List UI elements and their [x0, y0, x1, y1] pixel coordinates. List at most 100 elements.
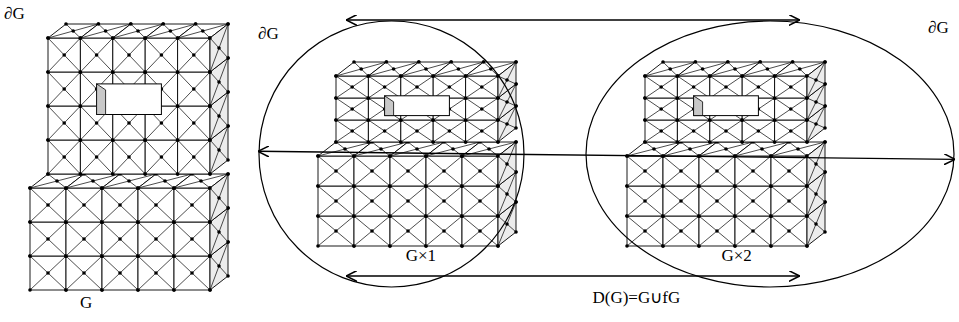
grid-vertex	[64, 254, 68, 258]
cell-diagonal	[48, 38, 80, 72]
grid-vertex	[169, 29, 173, 33]
grid-vertex	[505, 192, 509, 196]
grid-vertex	[316, 184, 320, 188]
grid-cell	[210, 24, 228, 72]
cell-diagonal	[138, 188, 174, 222]
grid-vertex	[143, 36, 147, 40]
grid-vertex	[28, 254, 32, 258]
grid-vertex	[208, 70, 212, 74]
grid-cell	[390, 216, 426, 246]
cell-diagonal	[390, 216, 426, 246]
grid-vertex	[100, 254, 104, 258]
grid-vertex	[769, 214, 773, 218]
cell-diagonal	[210, 140, 228, 160]
grid-vertex	[424, 154, 428, 158]
cell-diagonal	[66, 188, 102, 222]
grid-vertex	[226, 90, 230, 94]
grid-vertex	[442, 169, 446, 173]
cell-diagonal	[210, 174, 228, 222]
grid-vertex	[28, 254, 32, 258]
grid-vertex	[464, 96, 468, 100]
cell-diagonal	[735, 216, 771, 246]
grid-vertex	[814, 222, 818, 226]
grid-vertex	[496, 244, 500, 248]
grid-vertex	[316, 244, 320, 248]
grid-vertex	[226, 240, 230, 244]
grid-vertex	[352, 184, 356, 188]
grid-vertex	[79, 70, 83, 74]
grid-vertex	[823, 140, 827, 144]
grid-cell	[113, 38, 145, 72]
grid-cell	[390, 186, 426, 216]
grid-vertex	[91, 179, 95, 183]
grid-vertex	[733, 214, 737, 218]
grid-cell	[466, 98, 498, 120]
grid-vertex	[460, 214, 464, 218]
grid-vertex	[388, 154, 392, 158]
grid-cell	[627, 156, 663, 186]
boundary-label: ∂G	[928, 18, 949, 38]
grid-vertex	[136, 288, 140, 292]
grid-cell	[462, 216, 498, 246]
grid-vertex	[163, 179, 167, 183]
grid-vertex	[460, 214, 464, 218]
grid-vertex	[726, 60, 730, 64]
grid-vertex	[352, 154, 356, 158]
grid-vertex	[79, 172, 83, 176]
grid-vertex	[208, 172, 212, 176]
grid-cell	[318, 156, 354, 186]
cell-diagonal	[336, 98, 368, 120]
grid-vertex	[773, 74, 777, 78]
hole-inner-face	[694, 96, 703, 116]
grid-vertex	[95, 121, 99, 125]
cell-diagonal	[401, 120, 433, 142]
grid-vertex	[208, 138, 212, 142]
cell-diagonal	[80, 38, 112, 72]
grid-vertex	[676, 118, 680, 122]
cell-diagonal	[48, 140, 80, 174]
cell-diagonal	[113, 38, 145, 72]
grid-vertex	[787, 199, 791, 203]
cell-diagonal	[771, 216, 807, 246]
grid-vertex	[208, 138, 212, 142]
grid-cell	[102, 188, 138, 222]
grid-vertex	[208, 254, 212, 258]
cell-diagonal	[771, 156, 807, 186]
grid-vertex	[28, 186, 32, 190]
grid-vertex	[773, 96, 777, 100]
grid-vertex	[367, 96, 371, 100]
grid-vertex	[172, 254, 176, 258]
grid-vertex	[676, 74, 680, 78]
grid-vertex	[350, 129, 354, 133]
hole	[97, 84, 162, 115]
grid-vertex	[805, 140, 809, 144]
grid-vertex	[316, 154, 320, 158]
grid-vertex	[46, 70, 50, 74]
cell-diagonal	[645, 98, 677, 120]
grid-vertex	[643, 169, 647, 173]
cell-diagonal	[462, 216, 498, 246]
grid-vertex	[740, 74, 744, 78]
grid-vertex	[334, 118, 338, 122]
grid-vertex	[676, 96, 680, 100]
grid-vertex	[217, 114, 221, 118]
grid-vertex	[367, 74, 371, 78]
cell-diagonal	[318, 156, 354, 186]
grid-vertex	[442, 229, 446, 233]
grid-vertex	[464, 118, 468, 122]
grid-vertex	[334, 74, 338, 78]
grid-vertex	[431, 140, 435, 144]
grid-vertex	[399, 74, 403, 78]
cell-diagonal	[699, 156, 735, 186]
grid-vertex	[823, 82, 827, 86]
cell-diagonal	[419, 62, 433, 76]
cell-diagonal	[735, 156, 771, 186]
cell-diagonal	[426, 216, 462, 246]
cell-diagonal	[771, 156, 807, 186]
cell-diagonal	[113, 140, 145, 174]
grid-vertex	[740, 118, 744, 122]
grid-vertex	[127, 121, 131, 125]
grid-vertex	[370, 199, 374, 203]
cell-diagonal	[354, 156, 390, 186]
